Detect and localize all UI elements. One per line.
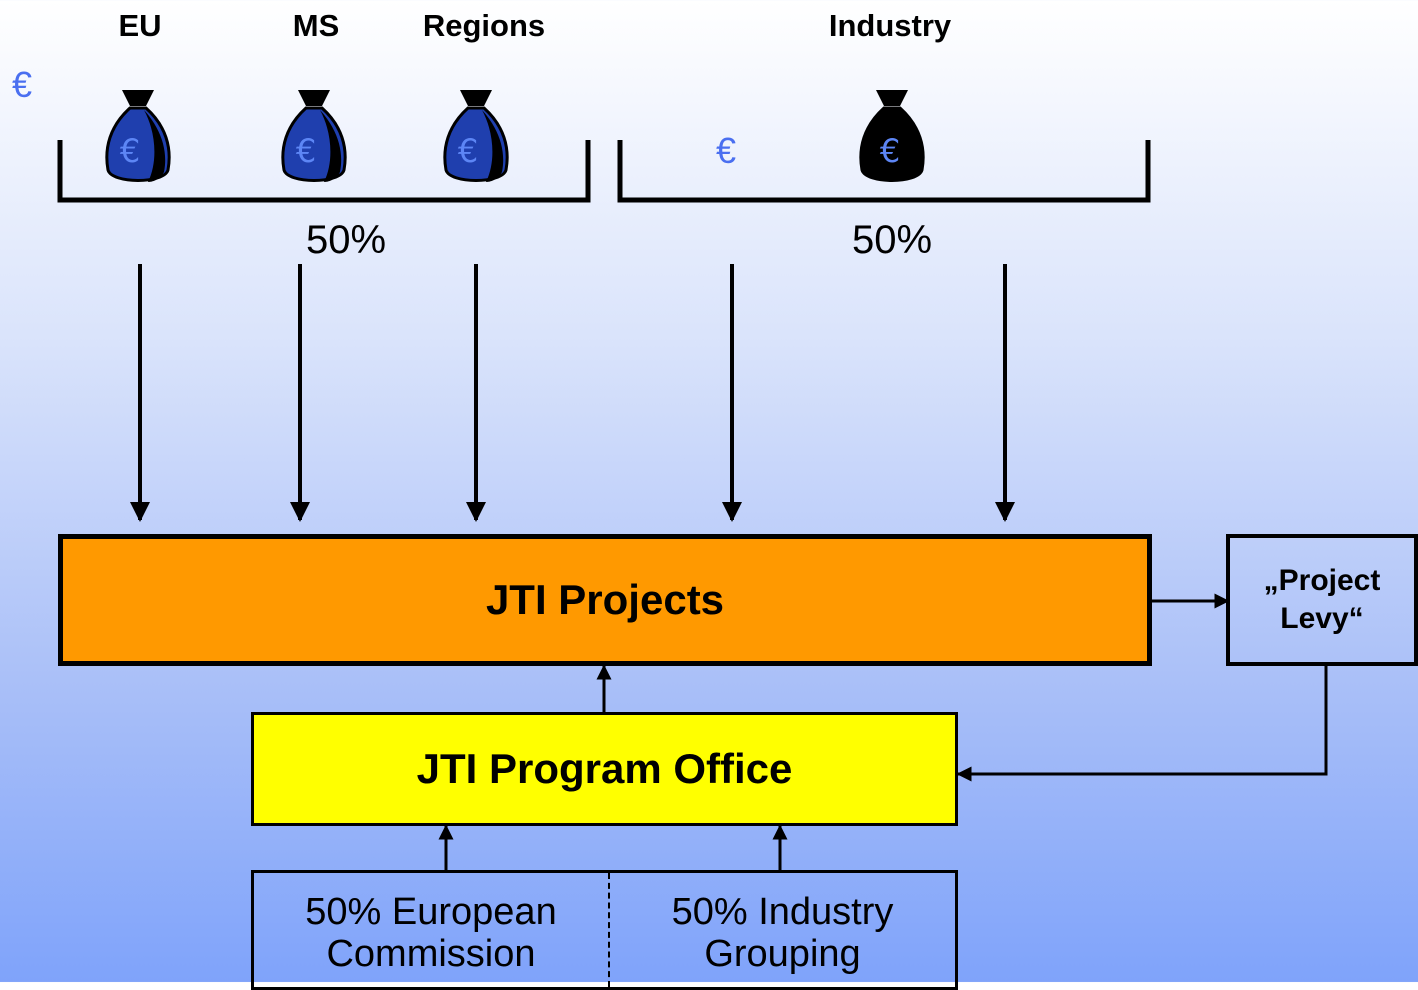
header-eu: EU bbox=[118, 8, 162, 43]
public-share-label: 50% bbox=[306, 218, 387, 262]
jti-projects-label: JTI Projects bbox=[485, 576, 725, 623]
money-bag-industry-icon: € bbox=[859, 90, 925, 182]
commission-label-line2: Commission bbox=[326, 933, 536, 975]
money-bag-regions-icon: € bbox=[443, 90, 509, 182]
commission-label-line1: 50% European bbox=[305, 891, 557, 933]
industry-grouping-cell: 50% Industry Grouping bbox=[610, 873, 955, 987]
arrow-levy-to-program-office bbox=[956, 664, 1328, 782]
project-levy-label-line2: Levy“ bbox=[1280, 602, 1364, 635]
svg-text:€: € bbox=[458, 132, 478, 170]
euro-icon: € bbox=[716, 130, 737, 171]
header-regions: Regions bbox=[422, 8, 546, 43]
svg-text:€: € bbox=[120, 132, 140, 170]
program-office-box: JTI Program Office bbox=[251, 712, 958, 826]
industry-grouping-label-line2: Grouping bbox=[704, 933, 861, 975]
euro-icon: € bbox=[12, 64, 33, 105]
svg-text:€: € bbox=[880, 132, 900, 170]
money-bag-eu-icon: € bbox=[105, 90, 171, 182]
jti-projects-box: JTI Projects bbox=[58, 534, 1152, 666]
program-office-label: JTI Program Office bbox=[416, 745, 793, 792]
project-levy-box: „Project Levy“ bbox=[1226, 534, 1418, 666]
industry-grouping-label-line1: 50% Industry bbox=[671, 891, 894, 933]
money-bag-ms-icon: € bbox=[281, 90, 347, 182]
public-funding-bracket bbox=[57, 140, 591, 203]
header-ms: MS bbox=[292, 8, 340, 43]
header-industry: Industry bbox=[828, 8, 952, 43]
svg-text:€: € bbox=[296, 132, 316, 170]
program-office-funders-box: 50% European Commission 50% Industry Gro… bbox=[251, 870, 958, 990]
project-levy-label-line1: „Project bbox=[1263, 564, 1381, 597]
european-commission-cell: 50% European Commission bbox=[254, 873, 610, 987]
industry-share-label: 50% bbox=[852, 218, 933, 262]
industry-funding-bracket bbox=[617, 140, 1151, 203]
